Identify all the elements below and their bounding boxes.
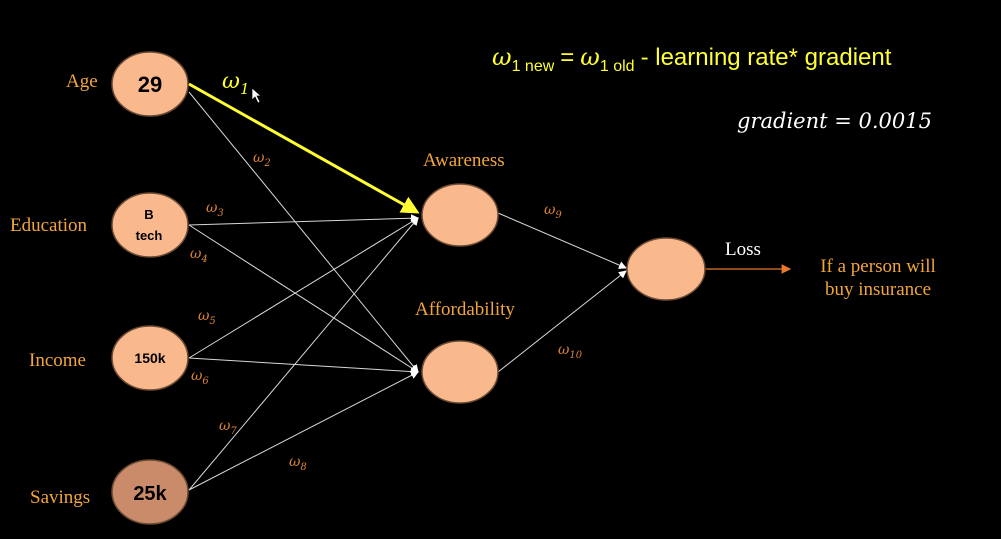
weight-label-w6: ω6 [191, 368, 209, 387]
weight-label-w4: ω4 [190, 246, 208, 265]
gradient-value: gradient = 0.0015 [737, 109, 932, 133]
age-value: 29 [138, 72, 162, 97]
loss-label: Loss [725, 239, 761, 260]
node-awareness [421, 183, 499, 247]
weight-label-w1: ω1 [222, 69, 250, 98]
weight-label-w3: ω3 [206, 200, 224, 219]
node-income [111, 325, 189, 391]
node-age [111, 51, 189, 117]
edge-affordability-loss [497, 270, 627, 373]
weight-label-w8: ω8 [289, 454, 307, 473]
edge-savings-awareness [188, 217, 419, 491]
savings-value: 25k [133, 483, 167, 505]
node-education [111, 192, 189, 258]
education-label: Education [10, 215, 88, 236]
mouse-cursor-icon [251, 87, 262, 104]
weight-label-w10: ω10 [558, 342, 583, 361]
output-line2: buy insurance [825, 279, 931, 300]
weight-label-w2: ω2 [253, 150, 271, 169]
income-value: 150k [134, 350, 165, 366]
edge-income-awareness [188, 217, 419, 359]
weight-label-w5: ω5 [198, 308, 216, 327]
edge-income-affordability [188, 357, 419, 376]
edge-education-affordability [188, 224, 419, 373]
edge-savings-affordability [188, 371, 419, 491]
edge-awareness-loss [497, 212, 627, 269]
education-value-line1: B [144, 207, 153, 222]
savings-label: Savings [30, 487, 90, 508]
node-savings [111, 459, 189, 525]
edge-education-awareness [188, 214, 419, 226]
age-label: Age [66, 71, 98, 92]
affordability-label: Affordability [415, 299, 515, 320]
node-affordability [421, 340, 499, 404]
education-value-line2: tech [136, 228, 163, 243]
awareness-label: Awareness [423, 150, 505, 171]
weight-label-w9: ω9 [544, 202, 562, 221]
node-loss [626, 237, 706, 301]
income-label: Income [29, 350, 86, 371]
weight-label-w7: ω7 [219, 418, 237, 437]
output-line1: If a person will [820, 256, 936, 277]
update-formula: ω1 new=ω1 old- learning rate* gradient [492, 43, 892, 75]
edge-age-awareness-highlighted [188, 82, 420, 214]
edge-age-affordability [188, 91, 419, 373]
